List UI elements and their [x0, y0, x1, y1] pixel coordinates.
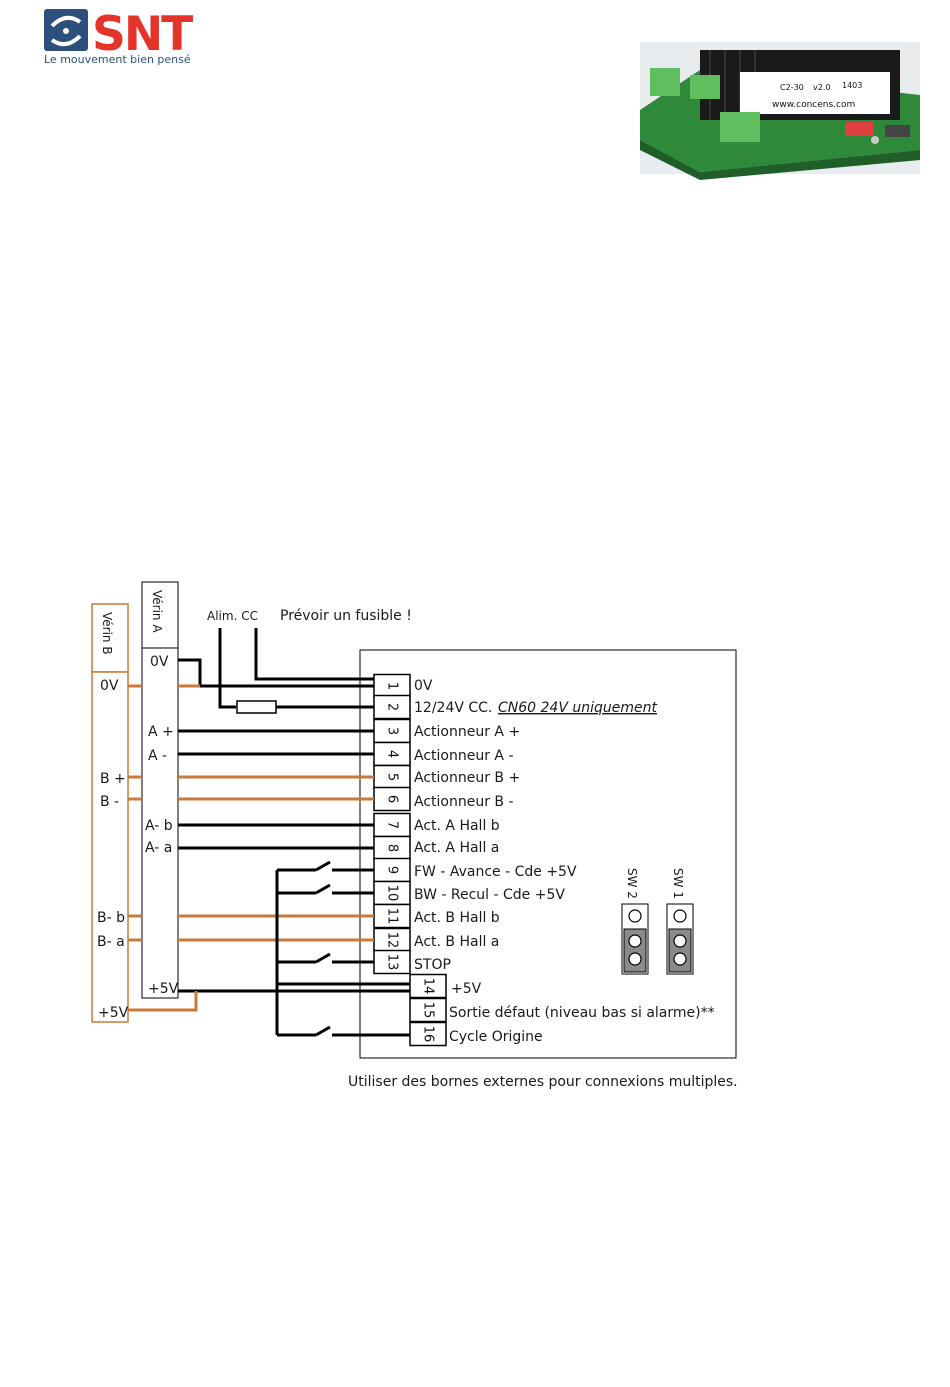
verin-a-pin: A - [148, 748, 167, 764]
svg-text:1403: 1403 [842, 81, 862, 90]
terminal-label: 0V [414, 678, 433, 694]
terminal-label: Act. A Hall b [414, 818, 500, 834]
terminal-14 [409, 973, 447, 999]
verin-b-pin: 0V [100, 678, 119, 694]
terminal-label: Cycle Origine [449, 1029, 543, 1045]
verin-a-pin: A- a [145, 840, 172, 856]
terminal-number: 5 [385, 773, 400, 781]
verin-b-pin: B- a [97, 934, 125, 950]
controller-outline [359, 649, 737, 1059]
logo-brand-text: SNT [92, 7, 193, 62]
terminal-number: 15 [421, 1002, 436, 1019]
sw2-jumper: SW 2 [621, 868, 649, 975]
terminal-number: 9 [385, 866, 400, 874]
terminal-number: 16 [421, 1026, 436, 1043]
verin-b-pin: B + [100, 771, 126, 787]
verin-a-block: Vérin A 0V A + A - A- b A- a +5V [141, 581, 179, 999]
terminal-label: Act. A Hall a [414, 840, 499, 856]
wire-alim-plus [218, 628, 236, 709]
product-photo: C2-30 v2.0 1403 www.concens.com [640, 42, 920, 180]
switch-stop-icon [315, 952, 331, 964]
alim-label: Alim. CC [207, 609, 258, 623]
fuse-icon [236, 700, 277, 714]
verin-b-pin: B - [100, 794, 119, 810]
terminal-number: 11 [385, 908, 400, 925]
terminal-label: FW - Avance - Cde +5V [414, 864, 577, 880]
terminal-number: 3 [385, 727, 400, 735]
footer-note: Utiliser des bornes externes pour connex… [348, 1074, 738, 1090]
wire-alim-0v [254, 628, 374, 681]
terminal-label: Act. B Hall a [414, 934, 499, 950]
terminal-number: 7 [385, 821, 400, 829]
verin-b-block: Vérin B 0V B + B - B- b B- a +5V [91, 603, 129, 1023]
verin-b-pin: B- b [97, 910, 125, 926]
terminal-label: Actionneur B - [414, 794, 514, 810]
terminal-number: 4 [385, 750, 400, 758]
terminal-label: 12/24V CC. [414, 700, 492, 716]
verin-a-pin: A- b [145, 818, 173, 834]
sw1-jumper: SW 1 [666, 868, 694, 975]
dip-switch-icon [845, 122, 873, 136]
svg-text:www.concens.com: www.concens.com [772, 100, 855, 110]
fuse-note: Prévoir un fusible ! [280, 608, 412, 624]
terminal-block-icon [650, 68, 680, 96]
wire-b-5v [128, 991, 198, 1012]
switch-fw-icon [315, 860, 331, 872]
svg-text:v2.0: v2.0 [813, 83, 830, 92]
snt-logo: SNT Le mouvement bien pensé [44, 7, 195, 66]
terminal-number: 8 [385, 844, 400, 852]
svg-text:C2-30: C2-30 [780, 83, 804, 92]
terminal-number: 2 [385, 703, 400, 711]
terminal-15 [409, 997, 447, 1023]
terminal-label: Act. B Hall b [414, 910, 500, 926]
terminal-label: Sortie défaut (niveau bas si alarme)** [449, 1005, 715, 1021]
wires [128, 628, 410, 1037]
terminal-label: STOP [414, 957, 451, 973]
product-label [740, 72, 890, 114]
terminal-label: Actionneur A - [414, 748, 514, 764]
sw2-label: SW 2 [625, 868, 639, 899]
terminal-number: 13 [385, 954, 400, 971]
sw1-label: SW 1 [671, 868, 685, 899]
terminal-label: Actionneur B + [414, 770, 520, 786]
switch-origin-icon [315, 1025, 331, 1037]
terminal-number: 6 [385, 795, 400, 803]
terminal-label: BW - Recul - Cde +5V [414, 887, 565, 903]
terminal-label: +5V [451, 981, 482, 997]
terminal-label: Actionneur A + [414, 724, 520, 740]
verin-a-title: Vérin A [150, 590, 164, 633]
wire-term-1 [178, 658, 374, 688]
terminal-number: 1 [385, 682, 400, 690]
page-header: SNT Le mouvement bien pensé C2-30 v2.0 1… [44, 7, 920, 180]
verin-a-pin: +5V [148, 981, 179, 997]
terminal-number: 10 [385, 885, 400, 902]
switch-bw-icon [315, 883, 331, 895]
terminal-number: 14 [421, 978, 436, 995]
terminal-note: CN60 24V uniquement [498, 700, 657, 716]
verin-a-pin: 0V [150, 654, 169, 670]
verin-b-pin: +5V [98, 1005, 129, 1021]
terminal-number: 12 [385, 932, 400, 949]
verin-b-title: Vérin B [100, 612, 114, 655]
logo-tagline: Le mouvement bien pensé [44, 53, 191, 66]
terminal-labels: 0V 12/24V CC. CN60 24V uniquement Action… [414, 678, 715, 1045]
verin-a-pin: A + [148, 724, 174, 740]
